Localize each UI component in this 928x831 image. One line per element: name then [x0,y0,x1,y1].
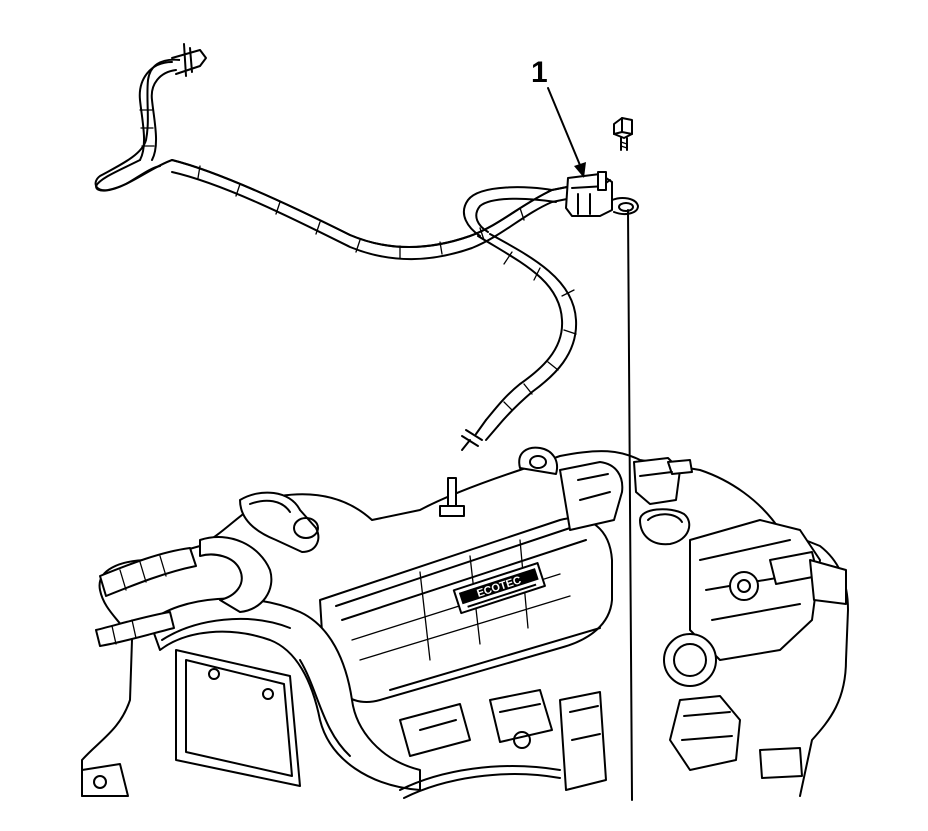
install-line [627,209,633,801]
sensor-connector [565,171,639,217]
engine-assembly: ECOTEC [81,446,849,799]
callout-label-1: 1 [531,56,548,89]
callout-leader-1 [547,87,586,178]
wiring-harness [94,43,578,451]
bolt [613,117,633,151]
